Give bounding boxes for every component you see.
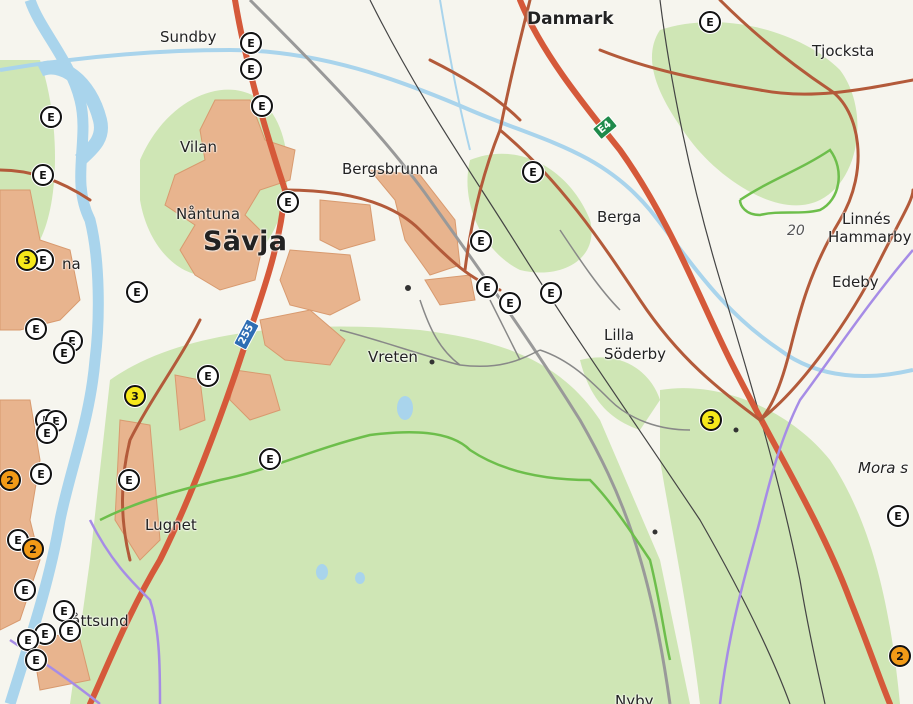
map-marker[interactable]: E xyxy=(53,600,75,622)
map-marker[interactable]: E xyxy=(36,422,58,444)
map-marker[interactable]: E xyxy=(53,342,75,364)
major-roads xyxy=(87,0,893,704)
map-marker[interactable]: E xyxy=(32,164,54,186)
label-lilla: Lilla xyxy=(604,326,635,344)
label-vreten: Vreten xyxy=(368,348,418,366)
label-edeby: Edeby xyxy=(832,273,879,291)
map-marker[interactable]: E xyxy=(251,95,273,117)
label-nyby: Nyby xyxy=(615,692,654,704)
label-linnes: Linnés xyxy=(842,210,891,228)
map-marker[interactable]: E xyxy=(14,579,36,601)
map-marker[interactable]: E xyxy=(59,620,81,642)
label-berga: Berga xyxy=(597,208,642,226)
label-danmark: Danmark xyxy=(527,9,614,29)
label-mora: Mora s xyxy=(858,459,909,477)
map-marker[interactable]: E xyxy=(259,448,281,470)
label-hammarby: Hammarby xyxy=(828,228,912,246)
map-marker-yellow[interactable]: 3 xyxy=(124,385,146,407)
label-savja: Sävja xyxy=(203,226,288,257)
label-tjocksta: Tjocksta xyxy=(812,42,875,60)
lakes xyxy=(316,396,413,584)
label-vilan: Vilan xyxy=(180,138,217,156)
label-lugnet: Lugnet xyxy=(145,516,197,534)
label-soderby: Söderby xyxy=(604,345,667,363)
map-marker[interactable]: E xyxy=(25,318,47,340)
map-marker-orange[interactable]: 2 xyxy=(889,645,911,667)
map-marker[interactable]: E xyxy=(699,11,721,33)
map-marker[interactable]: E xyxy=(277,191,299,213)
label-nantuna: Nåntuna xyxy=(176,205,241,223)
map-marker-yellow[interactable]: 3 xyxy=(16,249,38,271)
map-marker[interactable]: E xyxy=(470,230,492,252)
label-bergsbrunna: Bergsbrunna xyxy=(342,160,439,178)
map-marker[interactable]: E xyxy=(540,282,562,304)
map-marker[interactable]: E xyxy=(30,463,52,485)
label-sundby: Sundby xyxy=(160,28,217,46)
map-marker[interactable]: E xyxy=(40,106,62,128)
map-marker[interactable]: E xyxy=(118,469,140,491)
map-marker[interactable]: E xyxy=(887,505,909,527)
map-marker[interactable]: E xyxy=(197,365,219,387)
map-marker-yellow[interactable]: 3 xyxy=(700,409,722,431)
map-marker[interactable]: E xyxy=(126,281,148,303)
label-na: na xyxy=(62,255,81,273)
map-marker[interactable]: E xyxy=(476,276,498,298)
map-marker[interactable]: E xyxy=(240,58,262,80)
local-roads xyxy=(339,229,691,431)
map-marker[interactable]: E xyxy=(17,629,39,651)
label-road-number-20: 20 xyxy=(787,223,805,239)
map-marker[interactable]: E xyxy=(25,649,47,671)
map-marker-orange[interactable]: 2 xyxy=(0,469,21,491)
map-marker[interactable]: E xyxy=(499,292,521,314)
forest-areas xyxy=(0,22,900,704)
map-symbols xyxy=(405,285,739,535)
map-marker[interactable]: E xyxy=(522,161,544,183)
boundary-green xyxy=(99,148,840,661)
map-marker-orange[interactable]: 2 xyxy=(22,538,44,560)
minor-roads xyxy=(0,0,913,562)
map-marker[interactable]: E xyxy=(240,32,262,54)
